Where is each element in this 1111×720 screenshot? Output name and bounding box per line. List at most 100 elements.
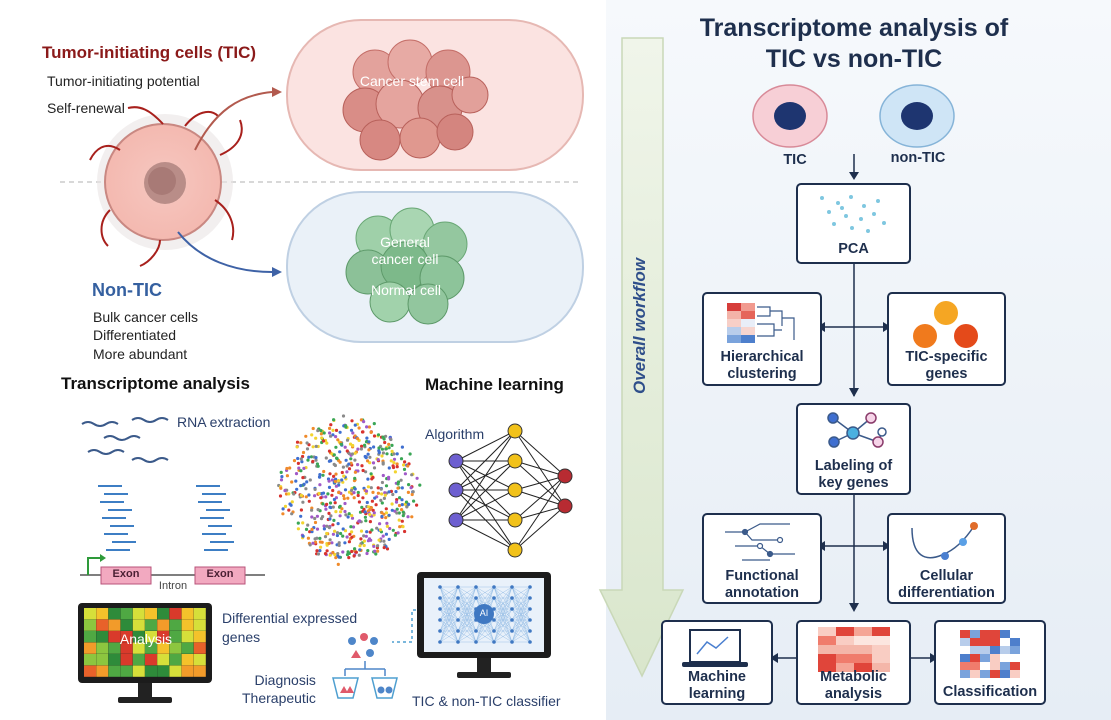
metabolic-cell (854, 636, 872, 645)
scatter-point (341, 414, 346, 418)
ai-edge (511, 586, 531, 632)
scatter-point (332, 462, 336, 466)
scatter-point (280, 475, 284, 479)
classification-cell (1010, 646, 1020, 654)
scatter-point (285, 466, 289, 471)
scatter-point (380, 501, 384, 505)
scatter-point (307, 455, 311, 459)
scatter-point (357, 426, 361, 430)
scatter-point (305, 447, 310, 451)
general-cancer-cell-cluster (345, 207, 468, 325)
scatter-point (392, 461, 396, 465)
scatter-point (359, 529, 364, 533)
scatter-point (328, 472, 332, 476)
scatter-point (290, 480, 294, 484)
box-tic-specific (887, 292, 1006, 386)
nn-node (507, 482, 523, 498)
metabolic-cell (872, 663, 890, 672)
ai-edge (475, 586, 495, 599)
scatter-point (345, 449, 349, 453)
classification-cell (1010, 670, 1020, 678)
heatmap-cell (120, 642, 133, 654)
scatter-point (299, 484, 303, 488)
scatter-point (382, 546, 386, 550)
scatter-point (408, 452, 412, 456)
scatter-point (367, 440, 371, 444)
scatter-point (356, 490, 360, 495)
scatter-point (372, 466, 377, 470)
scatter-point (329, 506, 333, 510)
scatter-point (316, 508, 320, 512)
scatter-point (330, 478, 334, 482)
scatter-point (332, 518, 336, 523)
scatter-point (323, 535, 328, 539)
ai-edge (439, 619, 459, 643)
analysis-monitor (78, 603, 212, 703)
scatter-point (337, 490, 341, 495)
scatter-point (344, 513, 348, 517)
scatter-point (324, 495, 328, 499)
heatmap-cell (108, 642, 121, 654)
metabolic-cell (818, 663, 836, 672)
scatter-point (301, 500, 305, 504)
classification-cell (990, 638, 1000, 646)
heatmap-cell (181, 642, 194, 654)
scatter-point (371, 461, 376, 465)
scatter-point (296, 521, 300, 525)
scatter-point (365, 425, 369, 429)
scatter-point (338, 450, 342, 454)
ai-node (510, 607, 514, 611)
ai-edge (493, 586, 513, 610)
scatter-point (350, 530, 354, 534)
scatter-point (325, 441, 329, 445)
ai-node (474, 629, 478, 633)
scatter-point (358, 548, 362, 552)
scatter-point (322, 469, 326, 474)
metabolic-cell (836, 663, 854, 672)
scatter-point (350, 419, 354, 423)
scatter-point (391, 492, 395, 497)
scatter-point (353, 423, 357, 427)
ml-laptop-icon (682, 629, 748, 667)
heatmap-cell (157, 631, 170, 643)
classification-cell (980, 654, 990, 662)
nontic-trait: Bulk cancer cells (93, 309, 199, 325)
scatter-point (350, 488, 354, 492)
classification-cell (960, 630, 970, 638)
scatter-point (329, 514, 333, 518)
scatter-point (401, 525, 405, 529)
classification-cell (1010, 662, 1020, 670)
ai-node (528, 618, 532, 622)
scatter-point (347, 512, 351, 516)
scatter-point (410, 473, 414, 477)
scatter-point (364, 470, 368, 474)
classification-cell (1000, 654, 1010, 662)
ai-node (456, 585, 460, 589)
scatter-point (336, 552, 340, 556)
metabolic-cell (836, 654, 854, 663)
scatter-point (315, 527, 320, 531)
scatter-point (318, 473, 322, 477)
scatter-point (347, 556, 351, 560)
scatter-point (350, 514, 354, 518)
heatmap-cell (96, 619, 109, 631)
diagnosis-label: Diagnosis Therapeutic (242, 672, 316, 706)
scatter-point (336, 479, 341, 483)
ai-edge (439, 630, 459, 643)
scatter-point (380, 454, 384, 458)
scatter-point (327, 511, 331, 515)
heatmap-cell (169, 631, 182, 643)
ai-node (528, 596, 532, 600)
scatter-point (306, 523, 310, 527)
scatter-point (308, 543, 312, 547)
ai-node (492, 585, 496, 589)
scatter-point (304, 495, 308, 499)
scatter-point (357, 553, 361, 557)
scatter-point (368, 455, 372, 459)
nn-edge (514, 430, 566, 477)
scatter-point (304, 434, 308, 438)
scatter-point (349, 525, 353, 529)
tic-trait: Self-renewal (47, 100, 125, 116)
tic-cell-icon (752, 84, 828, 148)
ai-edge (493, 608, 513, 643)
